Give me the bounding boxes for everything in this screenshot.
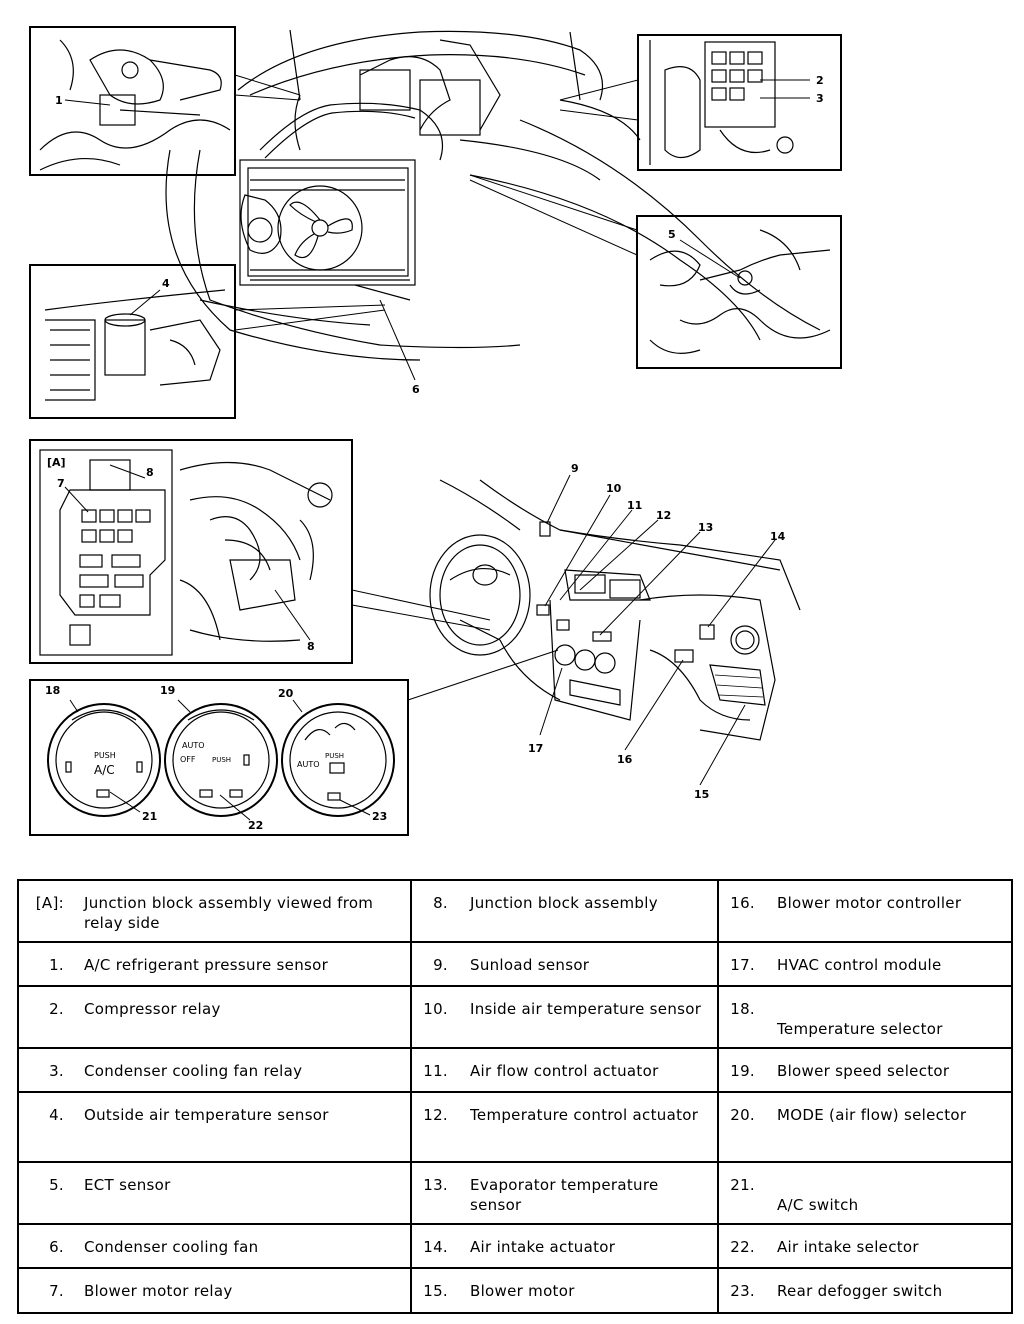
legend-item-16: 16.Blower motor controller	[730, 894, 962, 912]
legend-item-1: 1.A/C refrigerant pressure sensor	[49, 956, 329, 974]
inset-ect-sensor	[636, 215, 842, 369]
callout-4: 4	[162, 277, 170, 290]
callout-23: 23	[372, 810, 387, 823]
legend-item-23: 23.Rear defogger switch	[730, 1282, 943, 1300]
inset-junction-block	[29, 439, 353, 664]
callout-15: 15	[694, 788, 709, 801]
dashboard-drawing	[429, 474, 801, 786]
dial18-push-label: PUSH	[94, 751, 116, 760]
legend-item-18: 18.Temperature selector	[730, 1000, 943, 1038]
legend-item-2: 2.Compressor relay	[49, 1000, 221, 1018]
inset-ac-pressure-sensor	[29, 26, 236, 176]
dial19-auto-label: AUTO	[182, 741, 205, 750]
legend-row: 2.Compressor relay 10.Inside air tempera…	[17, 985, 1013, 1049]
legend-item-7: 7.Blower motor relay	[49, 1282, 233, 1300]
callout-17: 17	[528, 742, 543, 755]
dial20-auto-label: AUTO	[297, 760, 320, 769]
legend-row: 4.Outside air temperature sensor 12.Temp…	[17, 1091, 1013, 1163]
inset-hvac-control-dials	[29, 679, 409, 836]
callout-1: 1	[55, 94, 63, 107]
legend-item-9: 9.Sunload sensor	[433, 956, 590, 974]
callout-19: 19	[160, 684, 175, 697]
callout-21: 21	[142, 810, 157, 823]
component-legend-table: [A]:Junction block assembly viewed from …	[17, 879, 1013, 1314]
callout-14: 14	[770, 530, 786, 543]
legend-row: 5.ECT sensor 13.Evaporator temperature s…	[17, 1161, 1013, 1225]
inset-outside-air-temp-sensor	[29, 264, 236, 419]
callout-16: 16	[617, 753, 633, 766]
callout-9: 9	[571, 462, 579, 475]
legend-item-21: 21.A/C switch	[730, 1176, 859, 1214]
callout-12: 12	[656, 509, 671, 522]
callout-8-dash: 8	[307, 640, 315, 653]
callout-2: 2	[816, 74, 824, 87]
box-label-a: [A]	[47, 456, 66, 469]
callout-8-junction: 8	[146, 466, 154, 479]
legend-item-8: 8.Junction block assembly	[433, 894, 658, 912]
legend-row: 1.A/C refrigerant pressure sensor 9.Sunl…	[17, 941, 1013, 987]
legend-item-a: [A]:Junction block assembly viewed from …	[35, 894, 374, 932]
legend-item-13: 13.Evaporator temperature sensor	[423, 1176, 659, 1214]
legend-item-10: 10.Inside air temperature sensor	[423, 1000, 702, 1018]
callout-3: 3	[816, 92, 824, 105]
legend-item-14: 14.Air intake actuator	[423, 1238, 616, 1256]
dial18-ac-label: A/C	[94, 763, 115, 777]
legend-item-20: 20.MODE (air flow) selector	[730, 1106, 967, 1124]
hvac-component-location-diagram: PUSH A/C AUTO OFF PUSH PUSH AUTO [A] 1 2…	[29, 26, 842, 836]
legend-item-11: 11.Air flow control actuator	[423, 1062, 659, 1080]
legend-item-12: 12.Temperature control actuator	[423, 1106, 699, 1124]
legend-row: 6.Condenser cooling fan 14.Air intake ac…	[17, 1223, 1013, 1269]
legend-item-22: 22.Air intake selector	[730, 1238, 919, 1256]
dial19-off-label: OFF	[180, 755, 196, 764]
callout-20: 20	[278, 687, 294, 700]
callout-18: 18	[45, 684, 60, 697]
legend-item-6: 6.Condenser cooling fan	[49, 1238, 259, 1256]
callout-7: 7	[57, 477, 65, 490]
engine-compartment-drawing	[165, 29, 821, 361]
legend-row: [A]:Junction block assembly viewed from …	[17, 879, 1013, 943]
dial20-push-label: PUSH	[325, 752, 344, 760]
callout-6: 6	[412, 383, 420, 396]
legend-item-3: 3.Condenser cooling fan relay	[49, 1062, 303, 1080]
legend-row: 3.Condenser cooling fan relay 11.Air flo…	[17, 1047, 1013, 1093]
callout-11: 11	[627, 499, 642, 512]
callout-10: 10	[606, 482, 622, 495]
callout-5: 5	[668, 228, 676, 241]
legend-item-19: 19.Blower speed selector	[730, 1062, 950, 1080]
legend-item-17: 17.HVAC control module	[730, 956, 942, 974]
inset-relay-box	[637, 34, 842, 171]
legend-item-4: 4.Outside air temperature sensor	[49, 1106, 329, 1124]
legend-row: 7.Blower motor relay 15.Blower motor 23.…	[17, 1267, 1013, 1314]
callout-22: 22	[248, 819, 263, 832]
callout-13: 13	[698, 521, 713, 534]
dial19-push-label: PUSH	[212, 756, 231, 764]
legend-item-5: 5.ECT sensor	[49, 1176, 171, 1194]
legend-item-15: 15.Blower motor	[423, 1282, 575, 1300]
